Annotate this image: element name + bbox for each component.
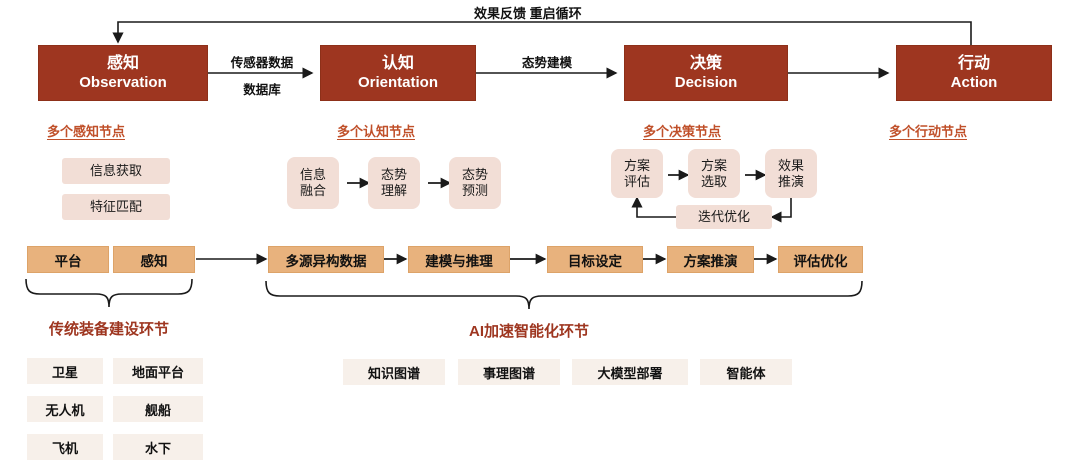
orientation-node-situation-understanding[interactable]: 态势 理解 (368, 157, 420, 209)
ooda-stage-action-en: Action (950, 73, 998, 91)
decision-node-plan-selection-line1: 方案 (700, 157, 727, 173)
platform-chip-satellite[interactable]: 卫星 (27, 358, 103, 384)
ai-capability-chip-llm-deployment[interactable]: 大模型部署 (572, 359, 688, 385)
feedback-loop-connector (112, 21, 972, 48)
decision-node-effect-deduction-line2: 推演 (777, 173, 804, 189)
ai-brace (265, 280, 863, 310)
section-heading-action: 多个行动节点 (888, 124, 967, 139)
pipeline-chip-plan-deduction[interactable]: 方案推演 (667, 246, 754, 273)
decision-node-plan-selection[interactable]: 方案 选取 (688, 149, 740, 198)
edge-label-situation-modeling: 态势建模 (521, 56, 572, 70)
observation-node-feature-matching[interactable]: 特征匹配 (62, 194, 170, 220)
ooda-stage-decision-en: Decision (674, 73, 738, 91)
decision-node-plan-evaluation-line1: 方案 (623, 157, 650, 173)
pipeline-chip-goal-setting[interactable]: 目标设定 (547, 246, 643, 273)
platform-chip-underwater[interactable]: 水下 (113, 434, 203, 460)
ooda-stage-orientation-en: Orientation (357, 73, 438, 91)
orientation-node-info-fusion-line1: 信息 (299, 167, 326, 183)
ooda-stage-action[interactable]: 行动 Action (896, 45, 1052, 101)
ooda-stage-orientation[interactable]: 认知 Orientation (320, 45, 476, 101)
ai-capability-chip-agent[interactable]: 智能体 (700, 359, 792, 385)
ooda-stage-orientation-cn: 认知 (381, 54, 414, 72)
orientation-node-info-fusion[interactable]: 信息 融合 (287, 157, 339, 209)
brace-label-ai: AI加速智能化环节 (468, 323, 589, 340)
section-heading-decision: 多个决策节点 (642, 124, 721, 139)
feedback-loop-label: 效果反馈 重启循环 (474, 6, 582, 21)
pipeline-chip-multisource-data[interactable]: 多源异构数据 (268, 246, 384, 273)
decision-node-plan-selection-line2: 选取 (700, 173, 727, 189)
ai-capability-chip-knowledge-graph[interactable]: 知识图谱 (343, 359, 445, 385)
ooda-stage-observation-en: Observation (79, 73, 167, 91)
platform-chip-aircraft[interactable]: 飞机 (27, 434, 103, 460)
ooda-stage-decision-cn: 决策 (689, 54, 722, 72)
platform-chip-ship[interactable]: 舰船 (113, 396, 203, 422)
ai-capability-chip-event-graph[interactable]: 事理图谱 (458, 359, 560, 385)
traditional-brace (25, 278, 193, 308)
platform-chip-uav[interactable]: 无人机 (27, 396, 103, 422)
observation-node-info-acquisition[interactable]: 信息获取 (62, 158, 170, 184)
section-heading-observation: 多个感知节点 (46, 124, 125, 139)
ooda-stage-observation[interactable]: 感知 Observation (38, 45, 208, 101)
platform-chip-ground-platform[interactable]: 地面平台 (113, 358, 203, 384)
orientation-node-info-fusion-line2: 融合 (299, 183, 326, 198)
decision-node-plan-evaluation-line2: 评估 (623, 173, 650, 189)
ooda-stage-action-cn: 行动 (957, 54, 990, 72)
decision-node-effect-deduction[interactable]: 效果 推演 (765, 149, 817, 198)
decision-node-plan-evaluation[interactable]: 方案 评估 (611, 149, 663, 198)
pipeline-chip-evaluation-optimization[interactable]: 评估优化 (778, 246, 863, 273)
orientation-node-situation-understanding-line2: 理解 (380, 183, 407, 198)
orientation-node-situation-understanding-line1: 态势 (380, 167, 407, 183)
section-heading-orientation: 多个认知节点 (336, 124, 415, 139)
pipeline-chip-modeling-reasoning[interactable]: 建模与推理 (408, 246, 510, 273)
decision-node-iterative-optimization[interactable]: 迭代优化 (676, 205, 772, 229)
edge-label-database: 数据库 (243, 83, 281, 97)
pipeline-chip-perception[interactable]: 感知 (113, 246, 195, 273)
orientation-node-situation-prediction-line2: 预测 (461, 183, 488, 198)
brace-label-traditional: 传统装备建设环节 (48, 321, 169, 338)
edge-label-sensor-data: 传感器数据 (230, 56, 294, 70)
pipeline-chip-platform[interactable]: 平台 (27, 246, 109, 273)
decision-node-effect-deduction-line1: 效果 (777, 157, 804, 173)
ooda-stage-observation-cn: 感知 (106, 54, 139, 72)
ooda-stage-decision[interactable]: 决策 Decision (624, 45, 788, 101)
orientation-node-situation-prediction[interactable]: 态势 预测 (449, 157, 501, 209)
orientation-node-situation-prediction-line1: 态势 (461, 167, 488, 183)
